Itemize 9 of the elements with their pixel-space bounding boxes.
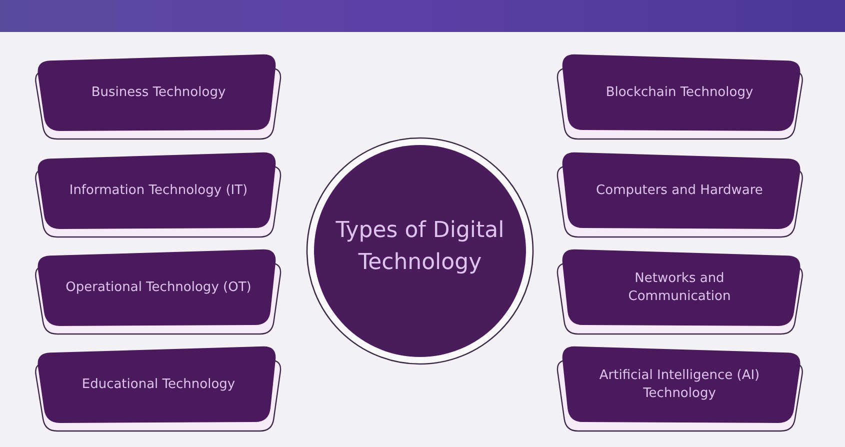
category-label: Networks and Communication <box>627 270 732 306</box>
category-label: Artificial Intelligence (AI) Technology <box>598 367 761 403</box>
category-label: Educational Technology <box>82 376 236 394</box>
category-label: Computers and Hardware <box>596 182 763 200</box>
category-label: Blockchain Technology <box>606 84 754 102</box>
category-label: Operational Technology (OT) <box>66 279 252 297</box>
category-label: Business Technology <box>91 84 226 102</box>
category-label: Information Technology (IT) <box>69 182 248 200</box>
center-title: Types of Digital Technology <box>334 217 506 277</box>
